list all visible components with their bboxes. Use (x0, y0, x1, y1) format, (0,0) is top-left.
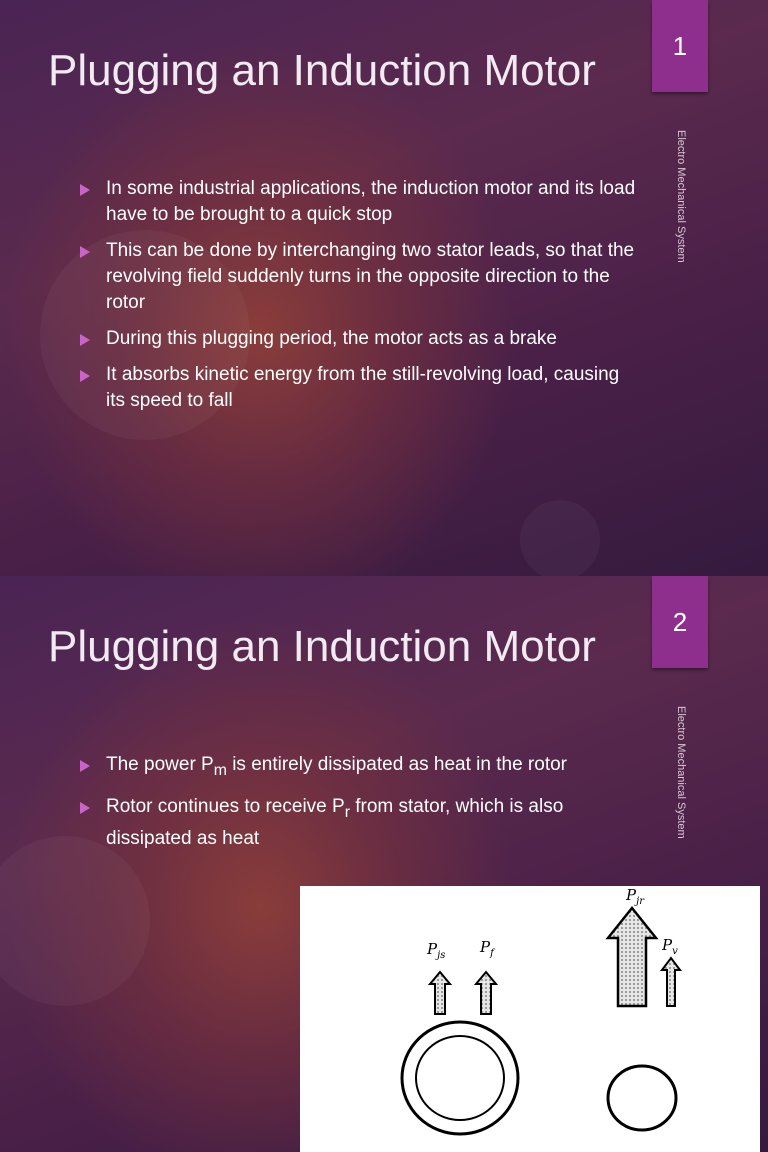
pv-arrow (660, 956, 682, 1007)
slide-1: 1 Electro Mechanical System Plugging an … (0, 0, 768, 576)
slide-number-tab: 1 (652, 0, 708, 92)
bullet-text: During this plugging period, the motor a… (106, 328, 557, 349)
bullet-text: Rotor continues to receive Pr from stato… (106, 796, 563, 849)
triangle-bullet-icon (80, 334, 90, 346)
power-flow-diagram: Pjs Pf Pjr Pv (400, 886, 682, 1136)
bullet-list: In some industrial applications, the ind… (78, 176, 638, 424)
label-pjr: Pjr (625, 886, 645, 907)
bullet-item: The power Pm is entirely dissipated as h… (78, 752, 638, 784)
bullet-item: During this plugging period, the motor a… (78, 326, 638, 352)
rotor-outline-right (606, 1064, 678, 1132)
triangle-bullet-icon (80, 760, 90, 772)
bullet-subscript: r (344, 803, 350, 821)
rotor-outline (415, 1035, 505, 1121)
bullet-text-pre: The power P (106, 754, 214, 775)
bullet-text: The power Pm is entirely dissipated as h… (106, 754, 567, 779)
slide-title: Plugging an Induction Motor (48, 46, 596, 95)
pf-arrow (473, 970, 499, 1015)
triangle-bullet-icon (80, 246, 90, 258)
bullet-subscript: m (213, 761, 227, 779)
label-pjs: Pjs (426, 940, 445, 961)
bullet-item: Rotor continues to receive Pr from stato… (78, 794, 638, 852)
bullet-item: This can be done by interchanging two st… (78, 238, 638, 316)
bullet-text: This can be done by interchanging two st… (106, 240, 635, 313)
background-bokeh (520, 500, 600, 576)
slide-2: 2 Electro Mechanical System Plugging an … (0, 576, 768, 1152)
stator-outline (400, 1020, 520, 1136)
bullet-text-pre: Rotor continues to receive P (106, 795, 345, 817)
bullet-list: The power Pm is entirely dissipated as h… (78, 752, 638, 862)
side-label: Electro Mechanical System (675, 706, 687, 839)
background-bokeh (40, 230, 250, 440)
slide-number: 1 (672, 30, 688, 61)
background-bokeh (0, 836, 150, 1006)
side-label: Electro Mechanical System (675, 130, 687, 263)
triangle-bullet-icon (80, 370, 90, 382)
bullet-item: It absorbs kinetic energy from the still… (78, 362, 638, 414)
triangle-bullet-icon (80, 184, 90, 196)
power-flow-figure: Pjs Pf Pjr Pv (300, 886, 760, 1152)
bullet-text: It absorbs kinetic energy from the still… (106, 364, 620, 411)
triangle-bullet-icon (80, 801, 90, 814)
slide-title: Plugging an Induction Motor (48, 622, 596, 671)
label-pf: Pf (479, 938, 496, 959)
slide-number-tab: 2 (652, 576, 708, 668)
label-pv: Pv (661, 936, 678, 957)
slide-number: 2 (672, 606, 688, 637)
pjs-arrow (427, 970, 453, 1015)
bullet-text: In some industrial applications, the ind… (106, 178, 636, 225)
bullet-text-post: from stator, which is also dissipated as… (106, 795, 564, 849)
bullet-text-post: is entirely dissipated as heat in the ro… (226, 754, 567, 775)
pjr-arrow (605, 905, 659, 1008)
bullet-item: In some industrial applications, the ind… (78, 176, 638, 228)
